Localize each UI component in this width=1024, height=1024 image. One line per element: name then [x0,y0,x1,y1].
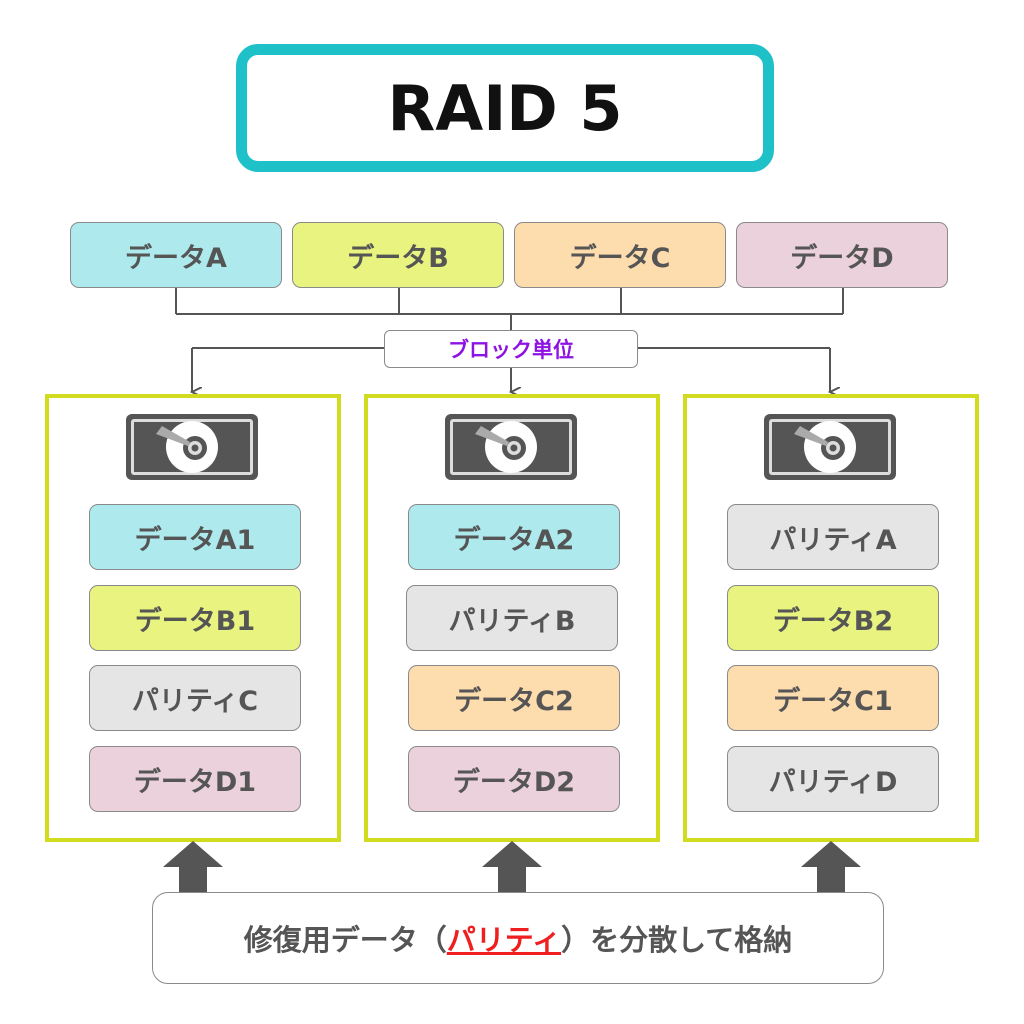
up-arrow-icon [482,841,542,895]
disk2-block-3: データC2 [408,665,620,731]
caption-prefix: 修復用データ（ [243,923,447,957]
disk1-block-1: データA1 [89,504,301,570]
hard-disk-icon [445,414,577,480]
parity-caption: 修復用データ（パリティ）を分散して格納 [152,892,884,984]
source-data-b: データB [292,222,504,288]
caption-parity-emphasis: パリティ [446,923,562,957]
disk3-block-1: パリティA [727,504,939,570]
page-title: RAID 5 [236,44,774,172]
disk2-block-1: データA2 [408,504,620,570]
disk-frame-3 [683,394,979,842]
disk3-block-4: パリティD [727,746,939,812]
caption-suffix: ）を分散して格納 [561,923,793,957]
hard-disk-icon [764,414,896,480]
disk1-block-4: データD1 [89,746,301,812]
source-data-d: データD [736,222,948,288]
disk-frame-2 [364,394,660,842]
disk-frame-1 [45,394,341,842]
source-data-c: データC [514,222,726,288]
disk1-block-3: パリティC [89,665,301,731]
source-data-a: データA [70,222,282,288]
disk2-block-4: データD2 [408,746,620,812]
disk2-block-2: パリティB [406,585,618,651]
block-unit-label: ブロック単位 [384,330,638,368]
disk3-block-2: データB2 [727,585,939,651]
disk1-block-2: データB1 [89,585,301,651]
up-arrow-icon [163,841,223,895]
hard-disk-icon [126,414,258,480]
up-arrow-icon [801,841,861,895]
disk3-block-3: データC1 [727,665,939,731]
